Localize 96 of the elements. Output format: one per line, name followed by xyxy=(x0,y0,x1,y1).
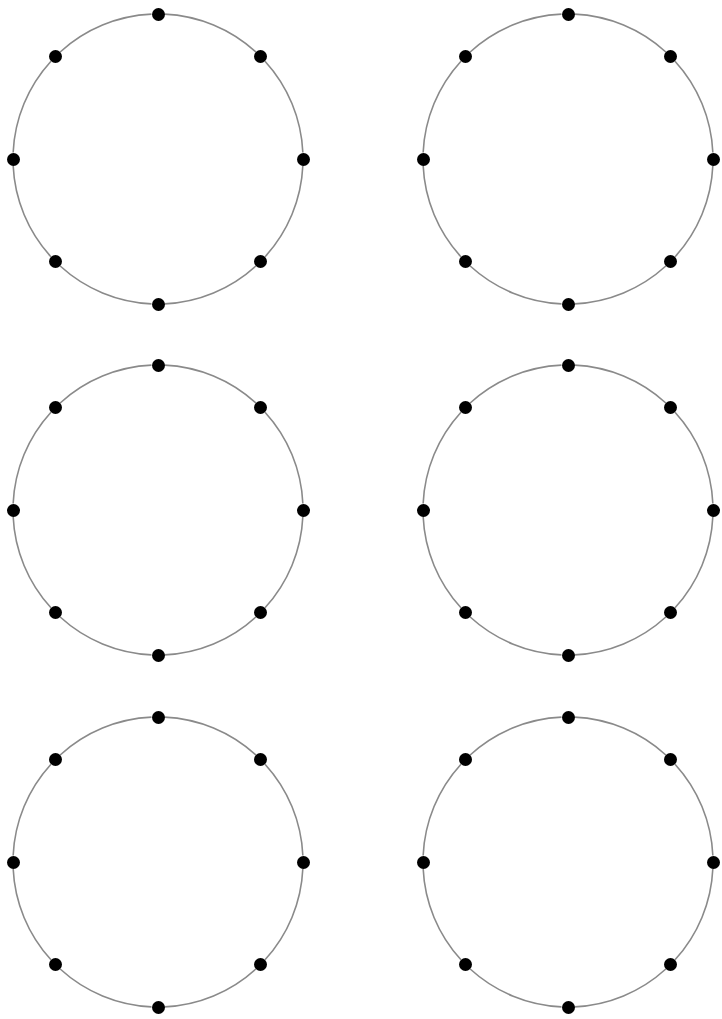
dot xyxy=(48,606,62,619)
dot xyxy=(48,400,62,414)
circle-arc xyxy=(674,867,714,961)
dot xyxy=(254,752,267,766)
dot xyxy=(561,358,575,372)
dot xyxy=(48,255,62,268)
circle-arc xyxy=(12,867,52,961)
circle-arc xyxy=(12,164,52,258)
circle-arc xyxy=(59,265,153,305)
circle-arc xyxy=(163,968,257,1008)
dot xyxy=(254,958,267,971)
circle-arc xyxy=(12,60,52,154)
circle-arc xyxy=(12,515,52,609)
circle-arc xyxy=(163,13,257,53)
dot xyxy=(664,958,677,971)
dot xyxy=(458,958,472,971)
circle-arc xyxy=(264,867,304,961)
circle-arc xyxy=(573,364,667,404)
circle-arc xyxy=(573,716,667,756)
circle-arc xyxy=(674,763,714,857)
circle-arc xyxy=(59,13,153,53)
dot xyxy=(6,855,20,869)
dot xyxy=(296,503,310,517)
circle-arc xyxy=(573,265,667,305)
circle-arc xyxy=(469,616,563,656)
dot xyxy=(706,855,720,869)
dot xyxy=(561,648,575,662)
circle-arc xyxy=(674,164,714,258)
circle-arc xyxy=(163,616,257,656)
dot xyxy=(151,710,165,724)
dot xyxy=(458,255,472,268)
dot xyxy=(151,648,165,662)
dot xyxy=(458,752,472,766)
circle-arc xyxy=(422,515,462,609)
circle-arc xyxy=(163,716,257,756)
circle-arc xyxy=(422,164,462,258)
circle-arc xyxy=(59,968,153,1008)
dot xyxy=(664,400,677,414)
circle-arc xyxy=(573,616,667,656)
dot xyxy=(561,297,575,311)
dot xyxy=(458,49,472,63)
dot xyxy=(664,606,677,619)
dot xyxy=(664,752,677,766)
dot xyxy=(151,7,165,21)
dot xyxy=(296,152,310,166)
circle-arc xyxy=(469,265,563,305)
dot xyxy=(561,7,575,21)
dot xyxy=(6,152,20,166)
dot xyxy=(416,503,430,517)
circle-arc xyxy=(12,763,52,857)
circle-arc xyxy=(264,515,304,609)
circle-arc xyxy=(264,411,304,505)
dot xyxy=(254,255,267,268)
circle-arc xyxy=(264,763,304,857)
dot xyxy=(151,297,165,311)
circle-arc xyxy=(422,60,462,154)
circle-arc xyxy=(422,411,462,505)
dot xyxy=(458,400,472,414)
dot xyxy=(561,1000,575,1014)
circle-arc xyxy=(422,867,462,961)
circle-arc xyxy=(674,60,714,154)
dot xyxy=(664,255,677,268)
circle-arc xyxy=(674,411,714,505)
dot xyxy=(48,752,62,766)
dot xyxy=(296,855,310,869)
dot xyxy=(706,152,720,166)
dot xyxy=(48,958,62,971)
circle-arc xyxy=(573,968,667,1008)
circle-arc xyxy=(264,60,304,154)
dot xyxy=(151,1000,165,1014)
dot xyxy=(48,49,62,63)
circle-arc xyxy=(469,716,563,756)
dot xyxy=(254,49,267,63)
circle-arc xyxy=(469,13,563,53)
circle-arc xyxy=(674,515,714,609)
circle-arc xyxy=(59,716,153,756)
circle-arc xyxy=(163,265,257,305)
circle-arc xyxy=(59,616,153,656)
circle-arc xyxy=(59,364,153,404)
circle-arc xyxy=(469,968,563,1008)
circle-arc xyxy=(264,164,304,258)
dot xyxy=(561,710,575,724)
dot xyxy=(6,503,20,517)
circle-arc xyxy=(573,13,667,53)
circle-arc xyxy=(163,364,257,404)
dot xyxy=(416,855,430,869)
circle-arc xyxy=(12,411,52,505)
circle-arc xyxy=(422,763,462,857)
dot xyxy=(706,503,720,517)
dot xyxy=(458,606,472,619)
dot xyxy=(664,49,677,63)
dot xyxy=(416,152,430,166)
dot xyxy=(151,358,165,372)
dot xyxy=(254,400,267,414)
dot xyxy=(254,606,267,619)
circle-arc xyxy=(469,364,563,404)
